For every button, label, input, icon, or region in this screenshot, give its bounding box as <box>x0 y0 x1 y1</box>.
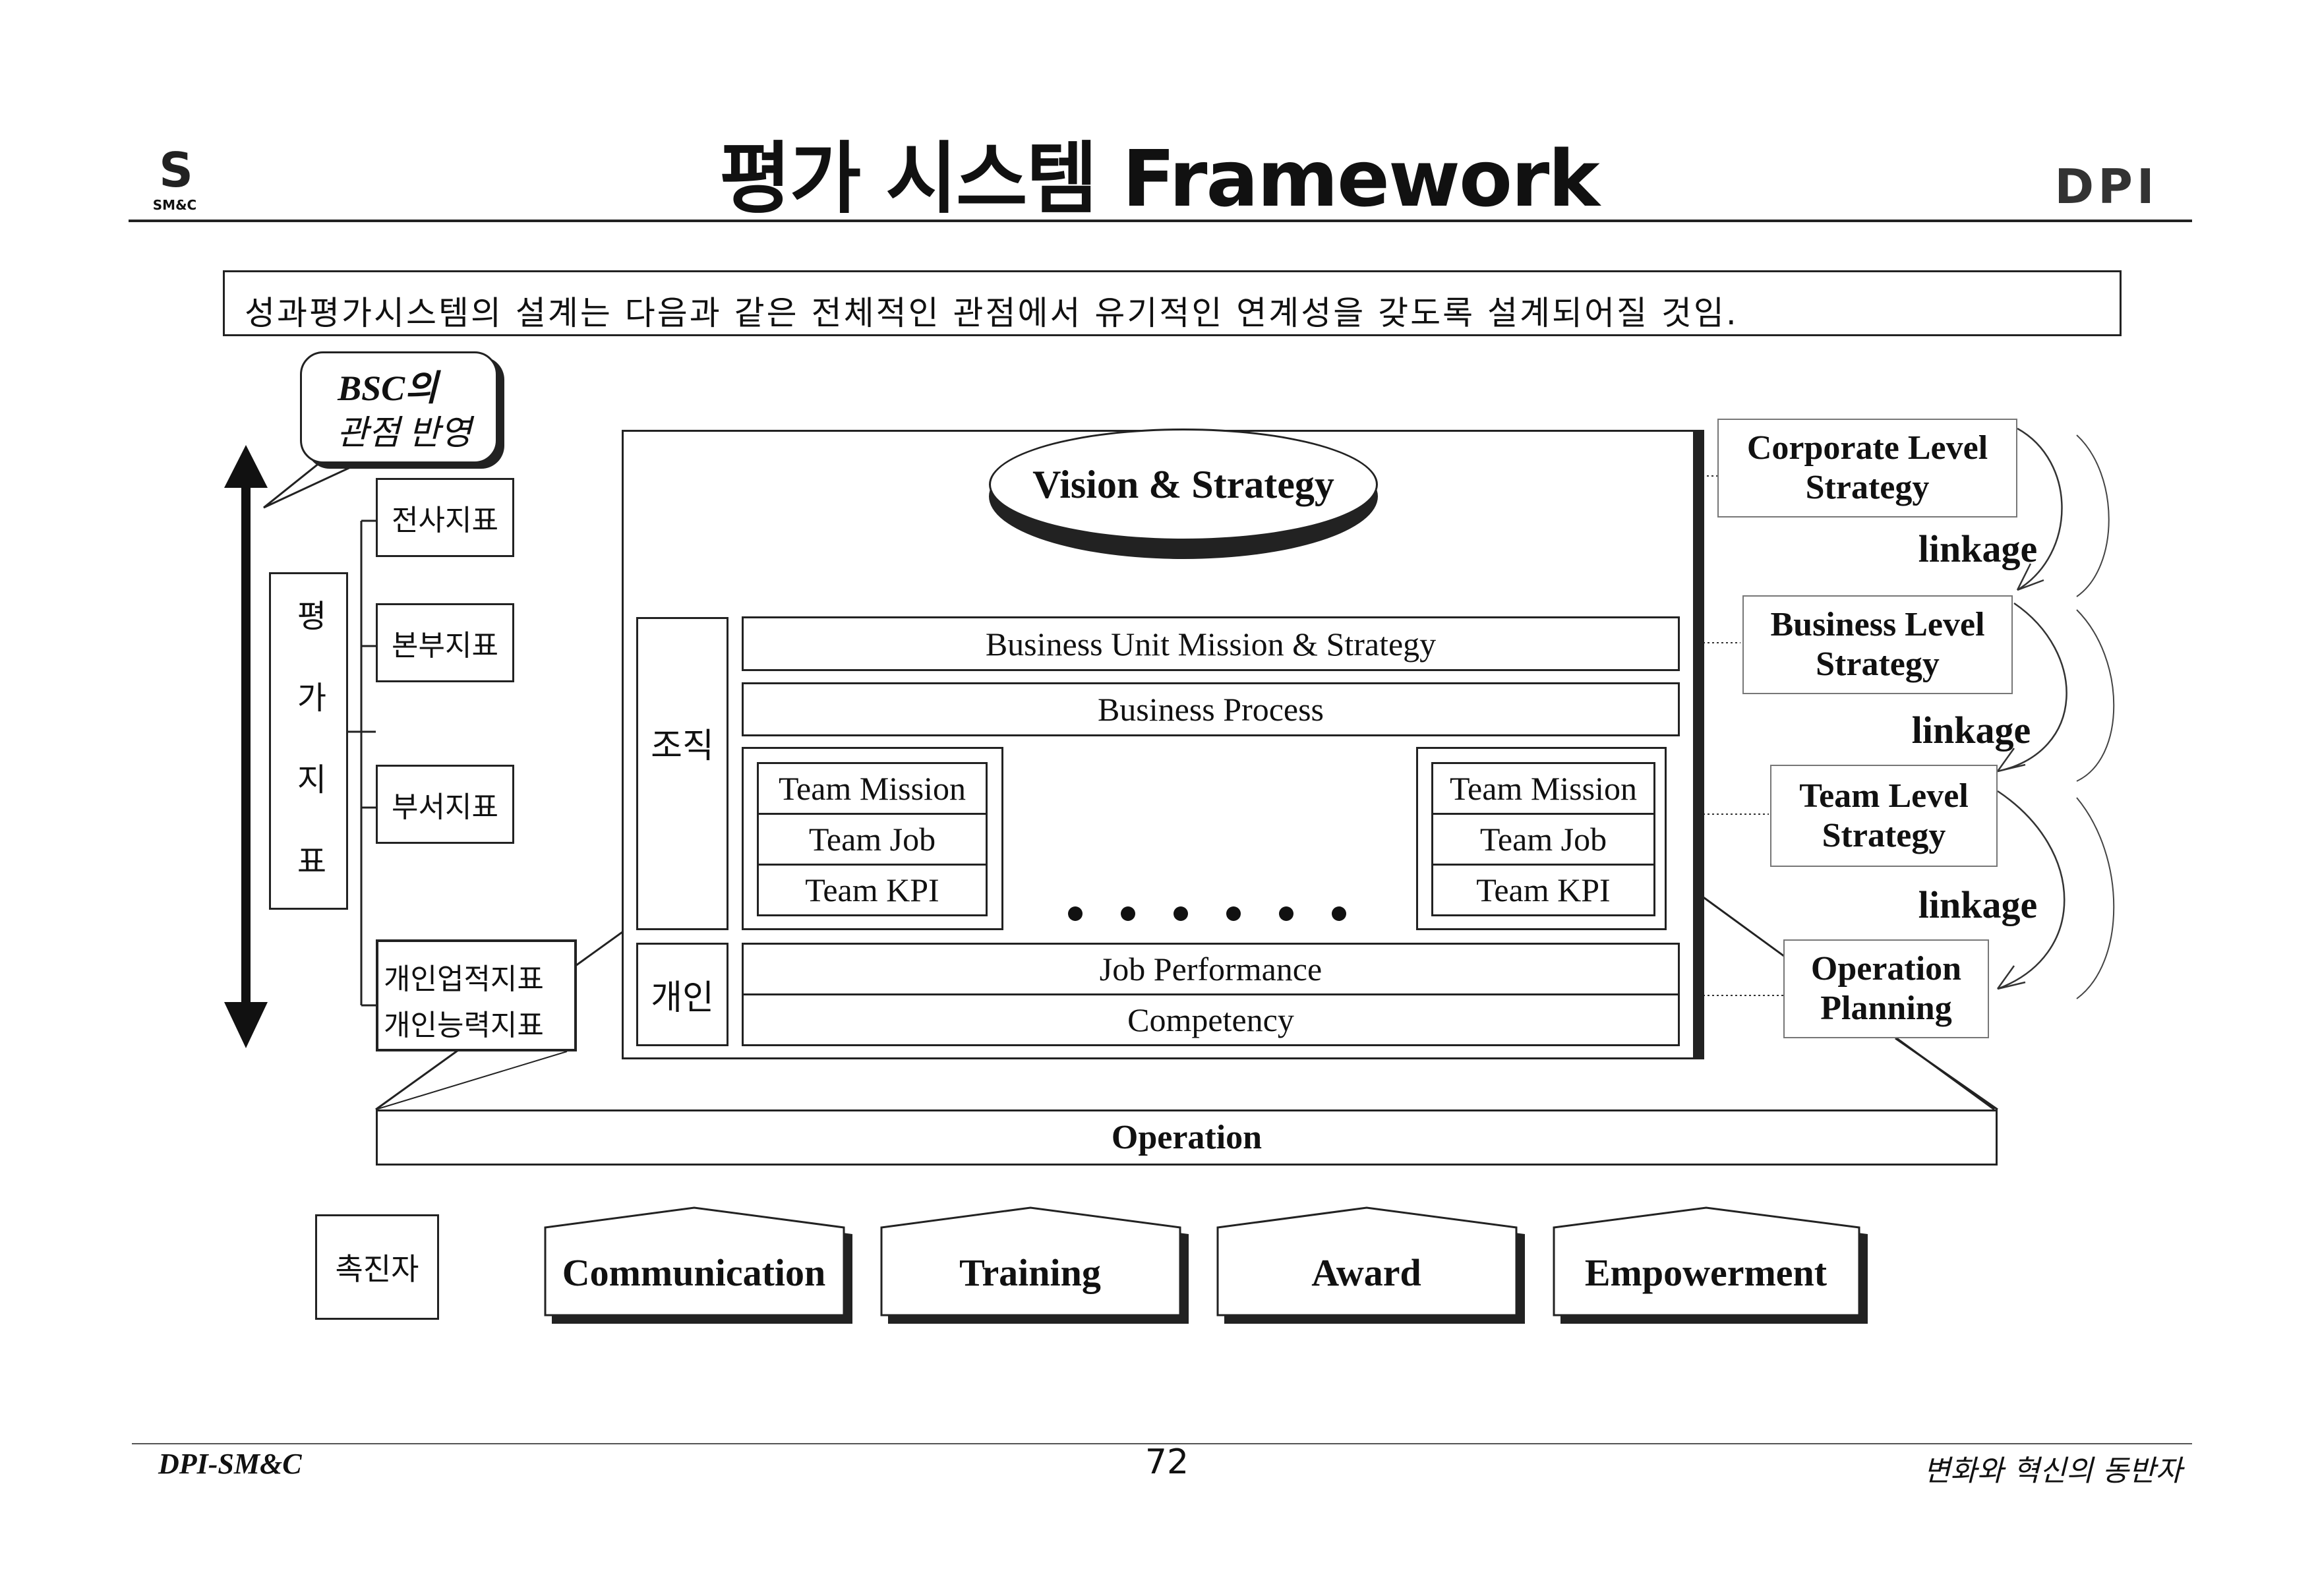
sm-c-logo-mark: S <box>159 142 193 198</box>
team-level-strategy: Team Level Strategy <box>1770 765 1998 867</box>
team-mission-left: Team Mission <box>757 762 988 815</box>
enabler-empowerment-text: Empowerment <box>1584 1251 1828 1294</box>
page-number: 72 <box>1144 1442 1189 1482</box>
vision-strategy: Vision & Strategy <box>989 429 1378 541</box>
enabler-empowerment: Empowerment <box>1553 1206 1869 1325</box>
operation-platform: Operation <box>376 1109 1998 1166</box>
ellipsis-dots <box>1068 906 1384 926</box>
business-process: Business Process <box>742 682 1680 736</box>
intro-box: 성과평가시스템의 설계는 다음과 같은 전체적인 관점에서 유기적인 연계성을 … <box>223 270 2122 336</box>
evaluation-indicator-label: 평 가 지 표 <box>269 572 348 910</box>
enabler-award-text: Award <box>1311 1251 1421 1294</box>
enabler-training: Training <box>880 1206 1190 1325</box>
team-group-left: Team Mission Team Job Team KPI <box>742 747 1003 930</box>
dot <box>1279 906 1293 921</box>
job-performance: Job Performance <box>742 943 1680 995</box>
dot <box>1174 906 1188 921</box>
team-group-right: Team Mission Team Job Team KPI <box>1416 747 1667 930</box>
enabler-house-shape <box>880 1206 1189 1324</box>
individual-label: 개인 <box>636 943 728 1046</box>
individual-competency-indicator: 개인능력지표 <box>384 1009 544 1042</box>
team-job-right: Team Job <box>1431 813 1655 866</box>
enabler-house-shape <box>544 1206 852 1324</box>
intro-text: 성과평가시스템의 설계는 다음과 같은 전체적인 관점에서 유기적인 연계성을 … <box>245 294 1738 332</box>
individual-performance-indicator: 개인업적지표 <box>384 962 544 996</box>
dpi-logo: DPI <box>2054 158 2158 214</box>
enabler-communication-text: Communication <box>562 1251 826 1294</box>
bsc-callout: BSC의 관점 반영 <box>300 351 498 463</box>
enabler-house-shape <box>1553 1206 1868 1324</box>
team-job-left: Team Job <box>757 813 988 866</box>
linkage-label-3: linkage <box>1918 883 2038 926</box>
team-kpi-left: Team KPI <box>757 864 988 916</box>
enabler-communication: Communication <box>544 1206 854 1325</box>
business-level-strategy: Business Level Strategy <box>1742 595 2013 694</box>
division-indicator: 본부지표 <box>376 603 514 682</box>
page-title: 평가 시스템 Framework <box>719 133 1600 224</box>
linkage-label-2: linkage <box>1911 709 2031 752</box>
sm-c-logo-text: SM&C <box>152 197 197 213</box>
enabler-label: 촉진자 <box>315 1214 439 1320</box>
enabler-award: Award <box>1216 1206 1526 1325</box>
sm-c-logo: S SM&C <box>132 142 218 223</box>
competency: Competency <box>742 993 1680 1046</box>
individual-indicator: 개인업적지표 개인능력지표 <box>376 939 577 1051</box>
dot <box>1121 906 1135 921</box>
team-kpi-right: Team KPI <box>1431 864 1655 916</box>
dot <box>1068 906 1083 921</box>
dot <box>1226 906 1241 921</box>
dot <box>1332 906 1346 921</box>
corporate-level-strategy: Corporate Level Strategy <box>1717 419 2017 517</box>
enabler-house-shape <box>1216 1206 1525 1324</box>
footer-right-text: 변화와 혁신의 동반자 <box>1923 1454 2182 1488</box>
bsc-callout-line1: BSC의 <box>338 369 438 408</box>
department-indicator: 부서지표 <box>376 765 514 844</box>
organization-label: 조직 <box>636 617 728 930</box>
footer-left-text: DPI-SM&C <box>158 1448 302 1480</box>
team-mission-right: Team Mission <box>1431 762 1655 815</box>
bsc-callout-line2: 관점 반영 <box>336 414 472 452</box>
evaluation-indicator-text: 평 가 지 표 <box>290 599 327 883</box>
business-unit-mission-strategy: Business Unit Mission & Strategy <box>742 616 1680 671</box>
vision-strategy-text: Vision & Strategy <box>1032 462 1334 506</box>
linkage-label-1: linkage <box>1918 527 2038 570</box>
enabler-training-text: Training <box>959 1251 1101 1294</box>
operation-planning: Operation Planning <box>1783 939 1989 1038</box>
company-indicator: 전사지표 <box>376 478 514 557</box>
